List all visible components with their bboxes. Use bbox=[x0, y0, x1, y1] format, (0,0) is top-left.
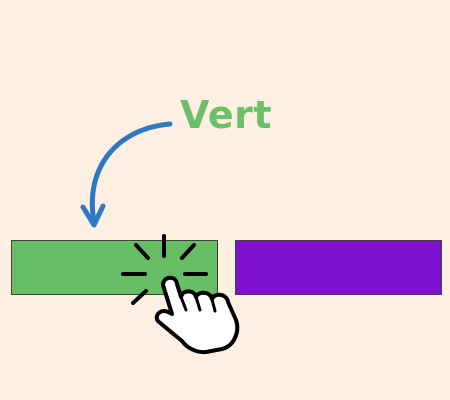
curved-arrow-down-icon bbox=[80, 121, 173, 228]
color-word-label: Vert bbox=[180, 93, 273, 137]
color-choice-green[interactable] bbox=[11, 240, 218, 295]
color-choice-purple[interactable] bbox=[235, 240, 442, 295]
